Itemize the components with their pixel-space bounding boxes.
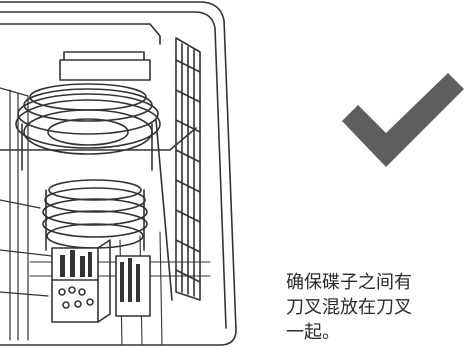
rack-wires (0, 87, 53, 341)
caption-line-2: 刀叉混放在刀叉 (286, 297, 412, 318)
plates-stack-bottom (42, 179, 148, 251)
caption-line-3: 一起。 (286, 322, 340, 343)
caption-line-1: 确保碟子之间有 (286, 272, 412, 293)
tub-inner-edge (0, 11, 227, 329)
rack-top-edge (0, 23, 161, 45)
upper-rack-handle (59, 59, 151, 81)
caption-text: 确保碟子之间有 刀叉混放在刀叉 一起。 (286, 270, 464, 345)
cutlery-basket (51, 239, 151, 323)
checkmark-icon (342, 73, 464, 167)
dishwasher-illustration (0, 1, 237, 346)
upper-rack-bar (0, 127, 197, 151)
side-rack (155, 37, 201, 301)
plates-stack-top (15, 83, 161, 171)
cutlery-handles (60, 250, 92, 277)
tub-outline (0, 1, 237, 346)
